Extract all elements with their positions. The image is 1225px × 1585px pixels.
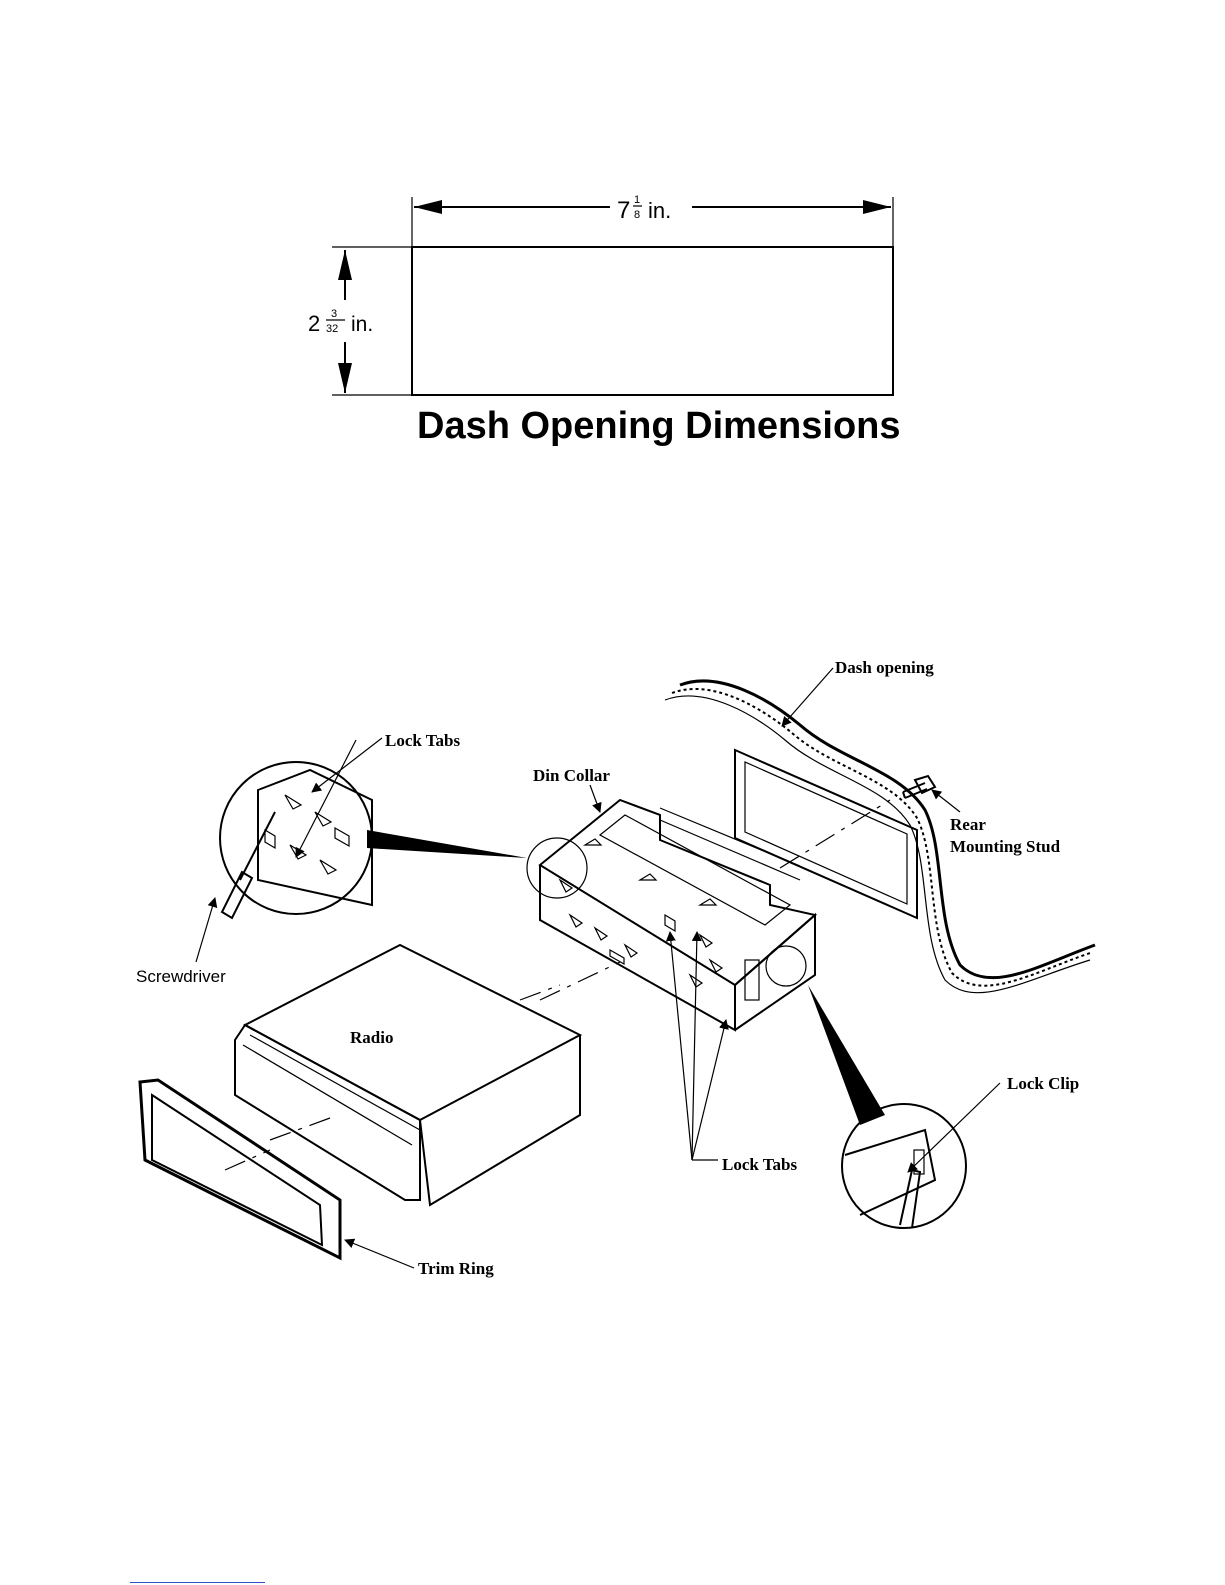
width-whole: 7 — [617, 197, 630, 224]
width-numerator: 1 — [634, 194, 640, 206]
radio-to-collar-line — [520, 985, 560, 1000]
label-trim-ring: Trim Ring — [418, 1259, 494, 1278]
leader-lines — [196, 668, 1000, 1268]
rear-mounting-stud — [903, 776, 935, 798]
collar-top-slot — [600, 815, 790, 925]
lock-tabs-zoom-callout — [220, 762, 527, 918]
height-numerator: 3 — [331, 308, 337, 320]
label-dash-opening: Dash opening — [835, 658, 934, 677]
width-arrow-right — [863, 200, 891, 214]
label-lock-clip: Lock Clip — [1007, 1074, 1079, 1093]
label-lock-tabs-bottom: Lock Tabs — [722, 1155, 798, 1174]
leader-lock-tabs-2 — [296, 740, 356, 857]
zoom-clip-body — [845, 1130, 935, 1215]
dash-guide-line-1 — [660, 808, 800, 866]
leader-lock-clip — [908, 1083, 1000, 1172]
height-arrow-bottom — [338, 363, 352, 393]
zoom-wedge-right — [808, 985, 885, 1125]
label-lock-tabs-top: Lock Tabs — [385, 731, 461, 750]
label-din-collar: Din Collar — [533, 766, 610, 785]
collar-top-tabs — [560, 839, 716, 905]
dash-opening-dimensions-figure: 7 1 8 in. 2 3 32 in. Dash Opening Dimens… — [308, 194, 901, 447]
leader-lock-tabs-5 — [692, 1020, 726, 1160]
collar-magnify-circle-right — [766, 946, 806, 986]
collar-side-tabs — [570, 915, 722, 987]
collar-center-line — [540, 962, 620, 1000]
width-denominator: 8 — [634, 209, 640, 221]
dash-guide-line-2 — [660, 820, 800, 880]
radio-front-ridge-2 — [243, 1045, 412, 1145]
zoom-finger — [900, 1170, 920, 1228]
height-denominator: 32 — [326, 323, 338, 335]
width-arrow-left — [414, 200, 442, 214]
radio-front-ridge — [250, 1035, 420, 1130]
label-radio: Radio — [350, 1028, 393, 1047]
leader-lock-tabs-4 — [692, 932, 697, 1160]
leader-screwdriver — [196, 898, 215, 962]
height-unit: in. — [351, 313, 373, 336]
din-collar — [527, 800, 890, 1030]
radio-front-face — [235, 1025, 420, 1200]
leader-dash-opening — [782, 668, 833, 726]
label-mounting-stud: Mounting Stud — [950, 837, 1061, 856]
collar-magnify-circle-left — [527, 838, 587, 898]
dash-edge-outer — [680, 681, 1095, 978]
height-arrow-top — [338, 250, 352, 280]
dash-rect-opening — [735, 750, 917, 918]
trim-ring — [140, 1080, 340, 1258]
height-whole: 2 — [308, 311, 320, 336]
leader-din-collar — [590, 785, 600, 812]
leader-lock-tabs-1 — [312, 738, 382, 792]
collar-front-face — [735, 915, 815, 1030]
width-unit: in. — [648, 198, 671, 223]
radio-right-face — [420, 1035, 580, 1205]
radio-top-face — [245, 945, 580, 1120]
footnote-separator — [130, 1582, 265, 1583]
dash-opening-rectangle — [412, 247, 893, 395]
leader-trim-ring — [345, 1240, 414, 1268]
lock-clip-zoom-callout — [808, 985, 966, 1228]
label-rear: Rear — [950, 815, 986, 834]
zoom-wedge-left — [367, 830, 527, 858]
dash-rect-opening-inner — [745, 762, 907, 904]
screwdriver-handle — [222, 872, 252, 918]
leader-lock-tabs-3 — [670, 932, 692, 1160]
leader-mounting-stud — [932, 790, 960, 812]
installation-figure: Dash opening Lock Tabs Din Collar Rear M… — [136, 658, 1095, 1278]
dimensions-caption: Dash Opening Dimensions — [417, 405, 901, 447]
label-screwdriver: Screwdriver — [136, 967, 226, 986]
